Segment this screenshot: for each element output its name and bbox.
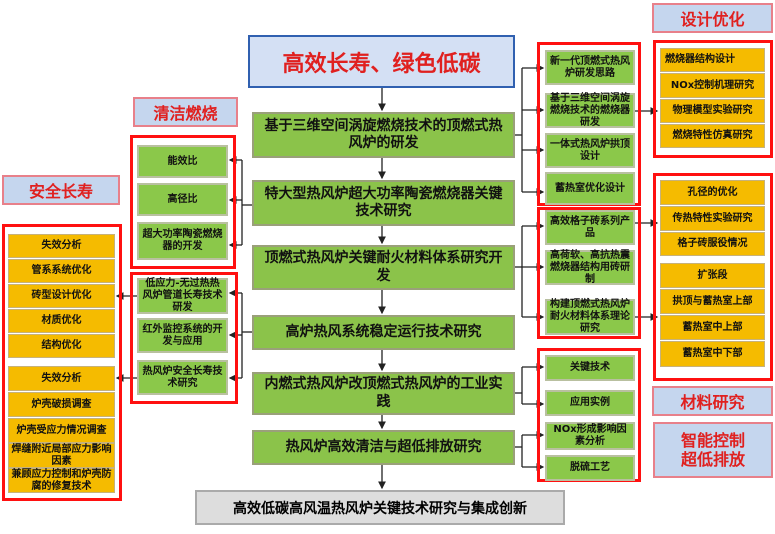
material-green-group bbox=[537, 207, 641, 339]
safe-item: 结构优化 bbox=[8, 334, 115, 358]
safe-item: 失效分析 bbox=[8, 366, 115, 391]
emission-topic: 脱硫工艺 bbox=[545, 455, 635, 481]
material-item: 扩张段 bbox=[660, 263, 765, 288]
label-smart-control: 智能控制 超低排放 bbox=[653, 422, 773, 478]
material-item: 传热特性实验研究 bbox=[660, 206, 765, 231]
label-material-research: 材料研究 bbox=[652, 386, 773, 416]
material-item: 孔径的优化 bbox=[660, 180, 765, 205]
emission-topic: NOx形成影响因素分析 bbox=[545, 422, 635, 450]
safety-item: 红外监控系统的开发与应用 bbox=[137, 318, 228, 353]
label-smart-control-line2: 超低排放 bbox=[680, 450, 745, 469]
safe-item: 焊缝附近局部应力影响因素 bbox=[8, 443, 115, 468]
main-step-5: 内燃式热风炉改顶燃式热风炉的工业实践 bbox=[252, 372, 515, 415]
material-item: 蓄热室中下部 bbox=[660, 341, 765, 367]
safe-group bbox=[2, 224, 122, 501]
main-step-1: 基于三维空间涡旋燃烧技术的顶燃式热风炉的研发 bbox=[252, 112, 515, 158]
safe-item: 炉壳破损调查 bbox=[8, 392, 115, 417]
material-topic: 构建顶燃式热风炉耐火材料体系理论研究 bbox=[545, 299, 635, 335]
safety-item: 低应力-无过热热风炉管道长寿技术研发 bbox=[137, 278, 228, 314]
emission-topic: 应用实例 bbox=[545, 390, 635, 416]
design-item: 物理模型实验研究 bbox=[660, 99, 765, 123]
bottom-summary: 高效低碳高风温热风炉关键技术研究与集成创新 bbox=[195, 490, 565, 525]
material-topic: 高荷软、高抗热震燃烧器结构用砖研制 bbox=[545, 250, 635, 285]
material-item: 拱顶与蓄热室上部 bbox=[660, 289, 765, 314]
design-item: 燃烧特性仿真研究 bbox=[660, 124, 765, 148]
label-smart-control-line1: 智能控制 bbox=[680, 430, 745, 450]
clean-group bbox=[130, 135, 236, 269]
safe-item: 炉壳受应力情况调查 bbox=[8, 418, 115, 443]
design-topic: 蓄热室优化设计 bbox=[545, 172, 635, 205]
material-item: 蓄热室中上部 bbox=[660, 315, 765, 340]
safe-item: 管系系统优化 bbox=[8, 259, 115, 283]
material-group bbox=[653, 173, 773, 381]
label-design-optimization: 设计优化 bbox=[652, 3, 773, 33]
design-group bbox=[653, 40, 773, 158]
label-clean-combustion: 清洁燃烧 bbox=[133, 97, 238, 127]
main-step-3: 顶燃式热风炉关键耐火材料体系研究开发 bbox=[252, 245, 515, 290]
clean-item: 能效比 bbox=[137, 145, 228, 178]
design-item: 燃烧器结构设计 bbox=[660, 48, 765, 72]
main-step-6: 热风炉高效清洁与超低排放研究 bbox=[252, 430, 515, 465]
clean-item: 高径比 bbox=[137, 183, 228, 216]
main-step-4: 高炉热风系统稳定运行技术研究 bbox=[252, 315, 515, 350]
design-item: NOx控制机理研究 bbox=[660, 73, 765, 98]
safe-item: 砖型设计优化 bbox=[8, 284, 115, 308]
safety-green-group bbox=[130, 272, 238, 404]
main-step-2: 特大型热风炉超大功率陶瓷燃烧器关键技术研究 bbox=[252, 180, 515, 226]
material-item: 格子砖服役情况 bbox=[660, 232, 765, 256]
emission-topic: 关键技术 bbox=[545, 355, 635, 381]
clean-item: 超大功率陶瓷燃烧器的开发 bbox=[137, 222, 228, 260]
safe-item: 材质优化 bbox=[8, 309, 115, 333]
safety-item: 热风炉安全长寿技术研究 bbox=[137, 360, 228, 395]
design-topic: 基于三维空间涡旋燃烧技术的燃烧器研发 bbox=[545, 93, 635, 128]
label-safe-longevity: 安全长寿 bbox=[2, 175, 120, 205]
safe-item: 失效分析 bbox=[8, 234, 115, 258]
design-topic: 一体式热风炉拱顶设计 bbox=[545, 133, 635, 168]
design-topic: 新一代顶燃式热风炉研发思路 bbox=[545, 50, 635, 85]
main-title: 高效长寿、绿色低碳 bbox=[248, 35, 515, 88]
material-topic: 高效格子砖系列产品 bbox=[545, 210, 635, 245]
safe-item: 兼顾应力控制和炉壳防腐的修复技术 bbox=[8, 468, 115, 493]
